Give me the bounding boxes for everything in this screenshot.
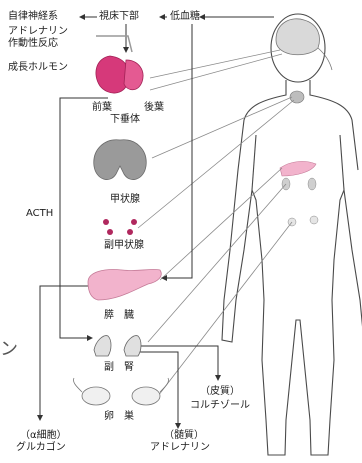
body-kidney-right-icon: [308, 178, 316, 190]
label-acth: ACTH: [26, 208, 53, 219]
body-pancreas-icon: [280, 161, 316, 176]
label-growth-hormone: 成長ホルモン: [8, 62, 68, 73]
label-adrenaline-action-1: アドレナリン: [8, 26, 68, 37]
label-adrenaline: アドレナリン: [150, 442, 210, 453]
label-cortisol: コルチゾール: [190, 400, 250, 411]
adrenal-icon: [94, 336, 141, 356]
parathyroid-icon: [103, 219, 137, 235]
label-pancreas: 膵 臓: [104, 310, 134, 321]
brain-icon: [276, 19, 319, 55]
body-organs: [280, 91, 318, 226]
label-autonomic: 自律神経系: [8, 11, 58, 22]
label-posterior: 後葉: [144, 102, 164, 113]
label-parathyroid: 副甲状腺: [104, 240, 144, 251]
label-adrenal: 副 腎: [104, 362, 134, 373]
ovary-icon: [73, 378, 168, 405]
pituitary-icon: [96, 36, 143, 93]
label-left-edge-fragment: ン: [0, 340, 18, 360]
label-hypothalamus: 視床下部: [99, 11, 139, 22]
label-hypoglycemia: 低血糖: [170, 11, 200, 22]
label-adrenaline-action-2: 作動性反応: [8, 38, 58, 49]
pancreas-icon: [88, 269, 161, 300]
body-ovary-right-icon: [310, 216, 318, 224]
label-ovary: 卵 巣: [104, 411, 134, 422]
label-medulla-paren: （髄質）: [164, 430, 204, 441]
human-body-outline: [222, 14, 362, 455]
label-thyroid: 甲状腺: [110, 194, 140, 205]
label-alpha-cell: （α細胞）: [20, 430, 67, 441]
label-anterior: 前葉: [92, 102, 112, 113]
label-pituitary: 下垂体: [110, 114, 140, 125]
control-arrows: [40, 17, 274, 428]
label-glucagon: グルカゴン: [16, 442, 66, 453]
label-cortex-paren: （皮質）: [200, 386, 240, 397]
thyroid-icon: [94, 140, 146, 180]
